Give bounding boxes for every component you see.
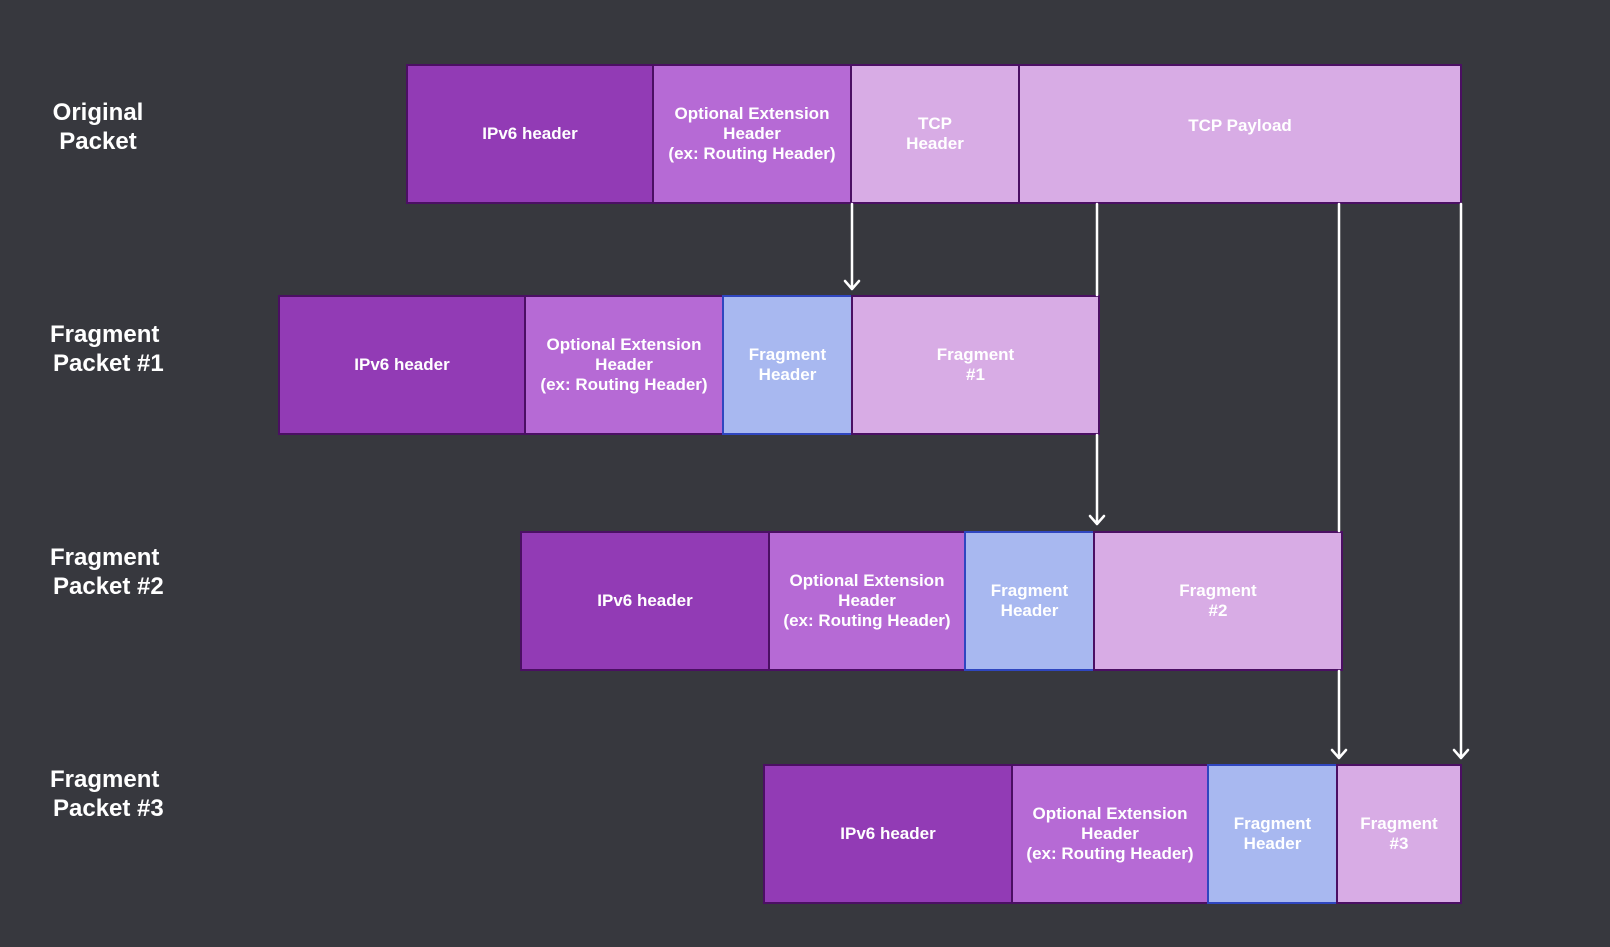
row-label-fragment-1: Fragment Packet #1 — [50, 320, 170, 378]
original-tcp-payload: TCP Payload — [1018, 64, 1462, 204]
fragment2-fragment-header: Fragment Header — [964, 531, 1095, 671]
row-label-line2: Packet #1 — [53, 350, 164, 377]
fragment3-payload: Fragment #3 — [1336, 764, 1462, 904]
fragment3-fragment-header: Fragment Header — [1207, 764, 1338, 904]
fragment2-ipv6-header: IPv6 header — [520, 531, 770, 671]
original-tcp-header: TCP Header — [850, 64, 1020, 204]
fragment1-payload: Fragment #1 — [851, 295, 1100, 435]
original-ipv6-header: IPv6 header — [406, 64, 654, 204]
fragment1-ipv6-header: IPv6 header — [278, 295, 526, 435]
original-extension-header: Optional Extension Header (ex: Routing H… — [652, 64, 852, 204]
row-label-fragment-3: Fragment Packet #3 — [50, 765, 170, 823]
fragment2-payload: Fragment #2 — [1093, 531, 1343, 671]
arrow-to-fragment1 — [843, 202, 861, 291]
row-label-line2: Packet — [59, 128, 137, 155]
row-label-line1: Fragment — [50, 766, 160, 793]
fragment1-extension-header: Optional Extension Header (ex: Routing H… — [524, 295, 724, 435]
fragment3-ipv6-header: IPv6 header — [763, 764, 1013, 904]
arrow-to-fragment3-end — [1452, 202, 1470, 760]
row-label-fragment-2: Fragment Packet #2 — [50, 543, 170, 601]
row-label-line1: Fragment — [50, 321, 160, 348]
row-label-line2: Packet #2 — [53, 573, 164, 600]
row-label-line2: Packet #3 — [53, 795, 164, 822]
fragment2-extension-header: Optional Extension Header (ex: Routing H… — [768, 531, 966, 671]
fragment3-extension-header: Optional Extension Header (ex: Routing H… — [1011, 764, 1209, 904]
arrow-to-fragment3-start — [1330, 202, 1348, 760]
fragment1-fragment-header: Fragment Header — [722, 295, 853, 435]
row-label-original: Original Packet — [50, 98, 146, 156]
row-label-line1: Fragment — [50, 544, 160, 571]
row-label-line1: Original — [52, 99, 144, 126]
